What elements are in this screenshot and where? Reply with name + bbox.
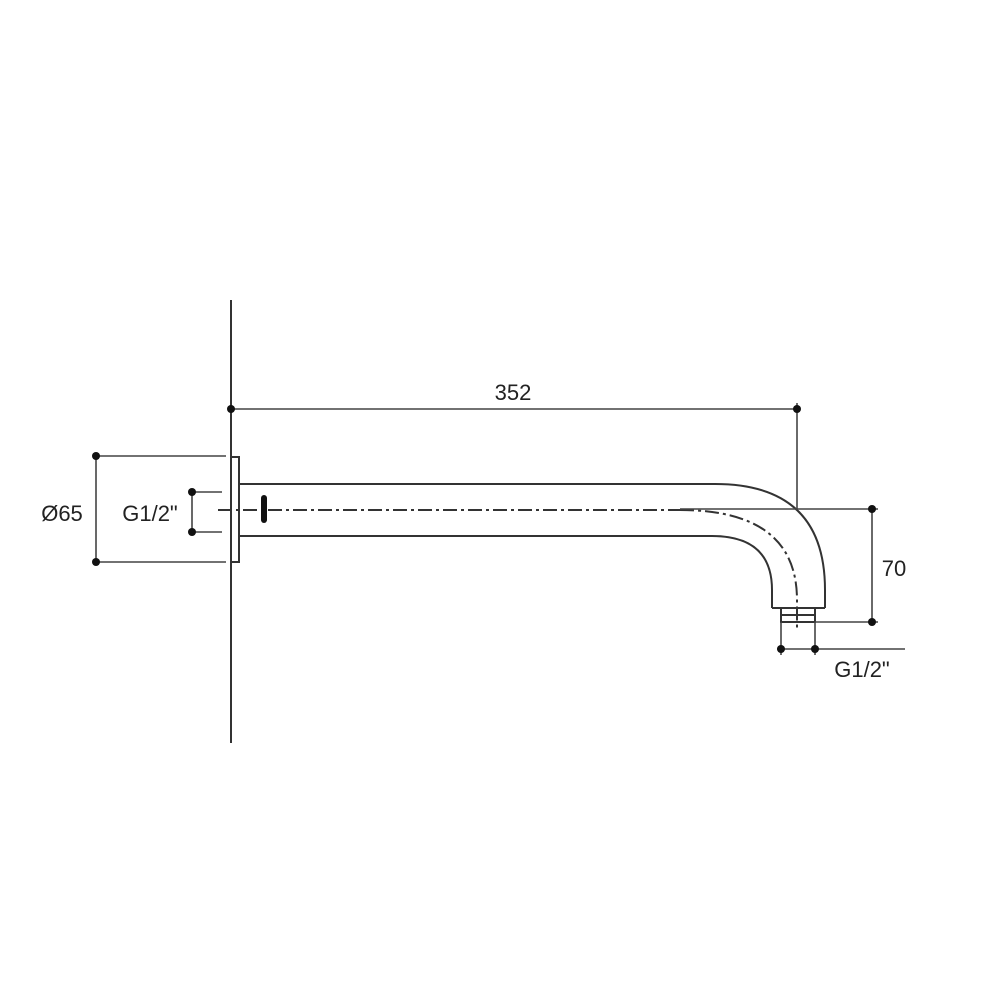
dimension-outlet-thread-label: G1/2" [834, 657, 890, 682]
dimension-inlet-thread: G1/2" [122, 488, 222, 536]
dimension-length-label: 352 [495, 380, 532, 405]
dimension-inlet-thread-label: G1/2" [122, 501, 178, 526]
centerline [218, 509, 798, 628]
dimension-drop-height: 70 [680, 505, 906, 626]
dimension-length: 352 [227, 380, 801, 510]
dimension-flange-diameter: Ø65 [41, 452, 226, 566]
set-screw-mark [261, 495, 267, 523]
pipe-body [239, 483, 826, 609]
dimension-flange-diameter-label: Ø65 [41, 501, 83, 526]
dimension-outlet-thread: G1/2" [777, 622, 905, 682]
dimension-drop-height-label: 70 [882, 556, 906, 581]
